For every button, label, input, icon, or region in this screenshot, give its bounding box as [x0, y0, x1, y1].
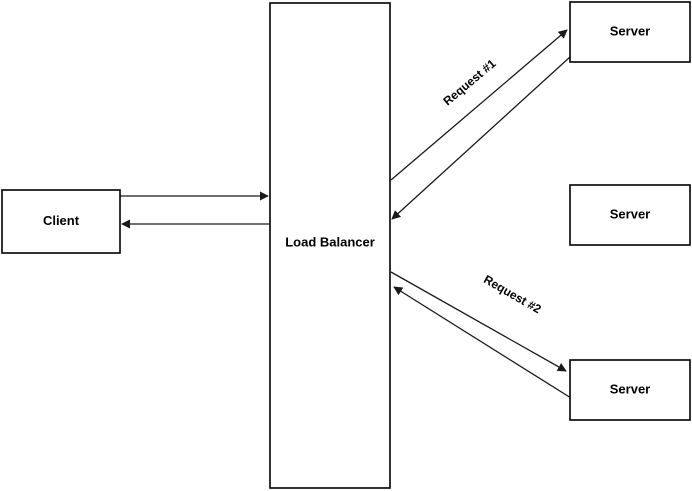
node-server-top[interactable]: Server	[569, 1, 691, 63]
server-middle-box[interactable]	[569, 184, 691, 246]
server-top-box[interactable]	[569, 1, 691, 63]
server-bottom-box[interactable]	[569, 359, 691, 421]
node-server-bottom[interactable]: Server	[569, 359, 691, 421]
edge-server-top-to-load-balancer	[391, 56, 571, 220]
load-balancer-label: Load Balancer	[285, 234, 375, 249]
edge-label-request-two: Request #2	[481, 272, 544, 316]
node-client[interactable]: Client	[1, 189, 121, 254]
edge-server-bottom-to-load-balancer	[393, 286, 572, 399]
client-label: Client	[43, 213, 80, 228]
server-middle-label: Server	[610, 206, 650, 221]
server-top-label: Server	[610, 23, 650, 38]
client-box[interactable]	[1, 189, 121, 254]
load-balancer-box[interactable]	[269, 2, 391, 489]
server-bottom-label: Server	[610, 381, 650, 396]
edge-load-balancer-to-server-bottom	[390, 271, 567, 372]
node-server-middle[interactable]: Server	[569, 184, 691, 246]
node-load-balancer[interactable]: Load Balancer	[269, 2, 391, 489]
edge-label-request-one: Request #1	[440, 56, 498, 108]
edge-load-balancer-to-server-top	[390, 29, 568, 181]
